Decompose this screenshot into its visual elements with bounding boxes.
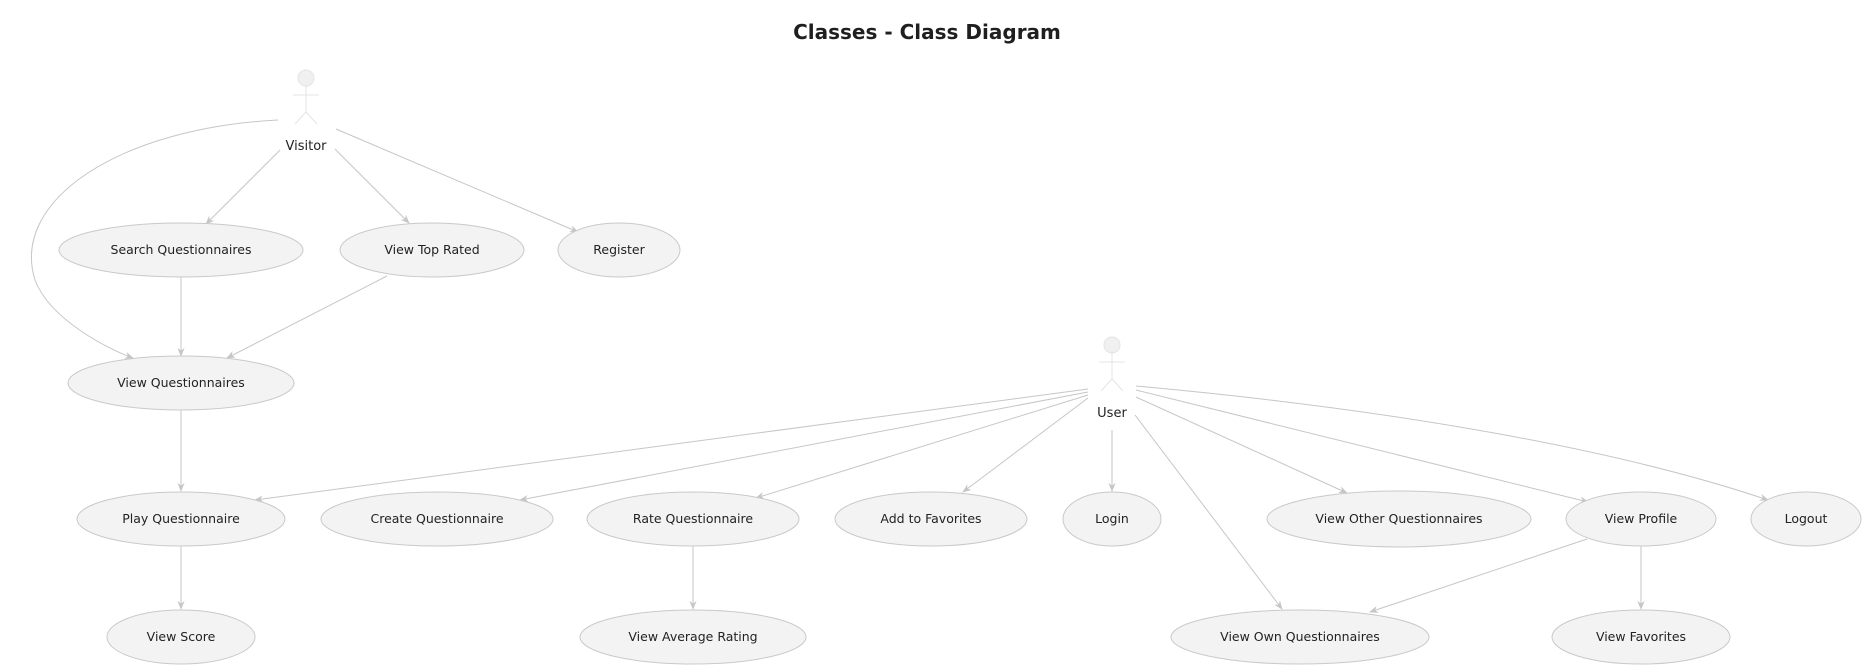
svg-text:View Own Questionnaires: View Own Questionnaires bbox=[1220, 629, 1380, 644]
diagram-title: Classes - Class Diagram bbox=[793, 20, 1061, 44]
use-case-view-favorites: View Favorites bbox=[1551, 609, 1731, 665]
edge-visitor-view-top-rated bbox=[334, 148, 410, 224]
svg-text:View Score: View Score bbox=[147, 629, 216, 644]
svg-text:Logout: Logout bbox=[1785, 511, 1828, 526]
svg-text:Login: Login bbox=[1095, 511, 1129, 526]
actor-label-visitor: Visitor bbox=[286, 139, 328, 154]
use-case-search-questionnaires: Search Questionnaires bbox=[58, 222, 304, 278]
edge-user-create-questionnaire bbox=[519, 391, 1089, 503]
svg-text:Play Questionnaire: Play Questionnaire bbox=[122, 511, 240, 526]
actor-label-user: User bbox=[1097, 406, 1127, 421]
use-case-add-to-favorites: Add to Favorites bbox=[834, 491, 1028, 547]
svg-text:View Favorites: View Favorites bbox=[1596, 629, 1686, 644]
use-case-view-other-questionnaires: View Other Questionnaires bbox=[1266, 490, 1532, 548]
actor-visitor: Visitor bbox=[286, 69, 328, 154]
svg-text:View Top Rated: View Top Rated bbox=[384, 242, 479, 257]
svg-text:View Average Rating: View Average Rating bbox=[628, 629, 757, 644]
svg-text:View Questionnaires: View Questionnaires bbox=[117, 375, 245, 390]
edge-user-logout bbox=[1135, 385, 1769, 501]
use-case-create-questionnaire: Create Questionnaire bbox=[320, 491, 554, 547]
edge-visitor-register bbox=[335, 128, 579, 233]
svg-text:Rate Questionnaire: Rate Questionnaire bbox=[633, 511, 753, 526]
use-case-rate-questionnaire: Rate Questionnaire bbox=[586, 491, 800, 547]
stick-figure-icon bbox=[1099, 336, 1125, 392]
edge-user-view-profile bbox=[1135, 389, 1589, 504]
edge-visitor-view-questionnaires bbox=[30, 119, 279, 359]
edge-user-rate-questionnaire bbox=[755, 394, 1089, 500]
svg-text:Register: Register bbox=[593, 242, 645, 257]
use-case-register: Register bbox=[557, 222, 681, 278]
use-case-play-questionnaire: Play Questionnaire bbox=[76, 491, 286, 547]
use-case-login: Login bbox=[1062, 491, 1162, 547]
svg-text:Create Questionnaire: Create Questionnaire bbox=[370, 511, 503, 526]
use-case-logout: Logout bbox=[1750, 491, 1862, 547]
svg-text:View Other Questionnaires: View Other Questionnaires bbox=[1315, 511, 1482, 526]
edge-user-add-to-favorites bbox=[962, 397, 1089, 493]
use-case-view-top-rated: View Top Rated bbox=[339, 222, 525, 278]
svg-text:View Profile: View Profile bbox=[1605, 511, 1678, 526]
relationships bbox=[30, 119, 1769, 613]
svg-text:Add to Favorites: Add to Favorites bbox=[880, 511, 981, 526]
edge-visitor-search-questionnaires bbox=[205, 149, 281, 225]
use-case-view-average-rating: View Average Rating bbox=[579, 609, 807, 665]
edge-user-view-own-questionnaires bbox=[1134, 414, 1283, 610]
actor-user: User bbox=[1097, 336, 1127, 421]
edge-user-view-other-questionnaires bbox=[1135, 396, 1348, 494]
edge-profile-to-view-own-questionnaires bbox=[1369, 538, 1588, 613]
use-case-view-questionnaires: View Questionnaires bbox=[67, 355, 295, 411]
use-case-view-profile: View Profile bbox=[1565, 491, 1717, 547]
use-case-view-score: View Score bbox=[106, 609, 256, 665]
svg-text:Search Questionnaires: Search Questionnaires bbox=[111, 242, 252, 257]
edge-toprated-to-view-questionnaires bbox=[226, 275, 388, 359]
edge-user-play-questionnaire bbox=[254, 388, 1089, 503]
stick-figure-icon bbox=[293, 69, 319, 125]
use-case-view-own-questionnaires: View Own Questionnaires bbox=[1170, 609, 1430, 665]
